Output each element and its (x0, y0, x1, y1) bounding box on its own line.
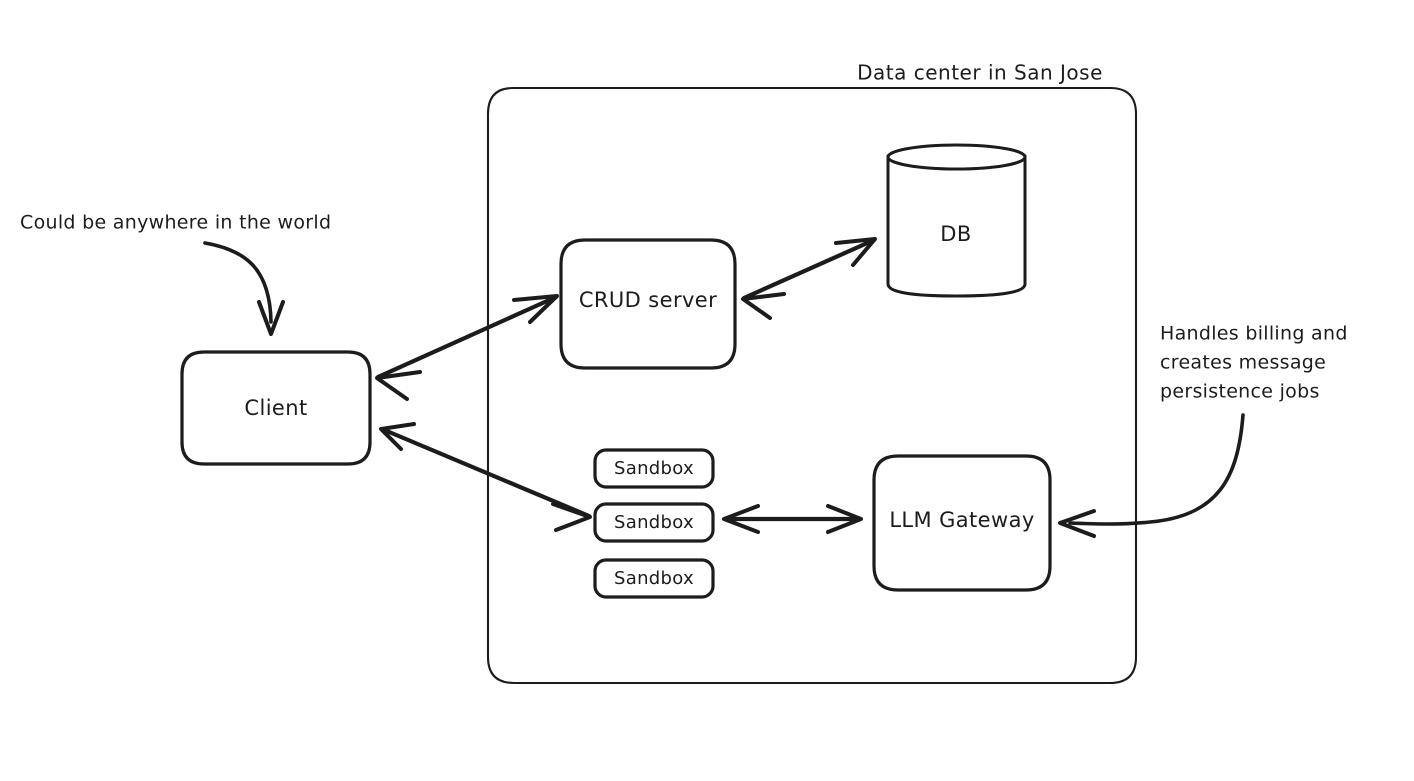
sandbox-3-box (593, 558, 715, 599)
db-label: DB (940, 222, 971, 246)
edge-crud-db-arrowhead-start (741, 292, 786, 320)
node-crud-server[interactable]: CRUD server (559, 238, 737, 370)
node-db[interactable]: DB (886, 143, 1027, 298)
annotation-gateway-note[interactable]: Handles billing and creates message pers… (1058, 323, 1348, 538)
gateway-note-line-2: creates message (1160, 352, 1326, 374)
data-center-title: Data center in San Jose (857, 61, 1103, 85)
edge-client-sandbox-line (379, 426, 592, 519)
sandbox-3-label: Sandbox (614, 568, 694, 589)
node-client[interactable]: Client (180, 350, 372, 466)
edge-client-sandbox-arrowhead-start (379, 422, 416, 451)
edge-crud-db-line (741, 237, 877, 301)
gateway-note-line-3: persistence jobs (1160, 381, 1320, 403)
node-sandbox-3[interactable]: Sandbox (593, 558, 715, 599)
data-center-border (486, 86, 1138, 685)
gateway-note-arrowhead (1058, 509, 1096, 538)
node-llm-gateway[interactable]: LLM Gateway (872, 454, 1052, 592)
annotation-client-note[interactable]: Could be anywhere in the world (20, 212, 331, 336)
sandbox-2-label: Sandbox (614, 512, 694, 533)
gateway-note-arrow-line (1068, 413, 1245, 526)
edge-client-crud-arrowhead-start (375, 370, 422, 401)
edge-sandbox-gateway-arrowhead-start (722, 504, 760, 534)
llm-gateway-label: LLM Gateway (889, 508, 1034, 532)
node-sandbox-1[interactable]: Sandbox (593, 448, 715, 489)
client-label: Client (244, 396, 307, 420)
data-center-container[interactable]: Data center in San Jose (486, 61, 1138, 685)
sandbox-1-label: Sandbox (614, 458, 694, 479)
sandbox-1-box (593, 448, 715, 489)
edge-crud-db-arrowhead-end (834, 237, 877, 267)
edge-client-crud-server[interactable] (375, 294, 559, 401)
sandbox-2-box (593, 502, 715, 543)
edge-client-crud-line (375, 294, 559, 380)
client-note-arrow-line (203, 241, 273, 324)
db-cylinder-top (886, 143, 1027, 171)
client-box (180, 350, 372, 466)
edge-sandbox-gateway-arrowhead-end (826, 504, 863, 534)
edge-sandbox-llm-gateway[interactable] (722, 504, 863, 534)
edge-client-sandbox[interactable] (379, 422, 592, 532)
llm-gateway-box (872, 454, 1052, 592)
node-sandbox-2[interactable]: Sandbox (593, 502, 715, 543)
client-note-text: Could be anywhere in the world (20, 212, 331, 234)
db-cylinder-body (886, 154, 1027, 298)
edge-client-sandbox-arrowhead-end (551, 502, 592, 532)
client-note-arrowhead (257, 300, 285, 336)
edge-crud-server-db[interactable] (741, 237, 877, 320)
crud-server-box (559, 238, 737, 370)
gateway-note-line-1: Handles billing and (1160, 323, 1348, 345)
edge-client-crud-arrowhead-end (512, 294, 559, 324)
crud-server-label: CRUD server (579, 288, 717, 312)
